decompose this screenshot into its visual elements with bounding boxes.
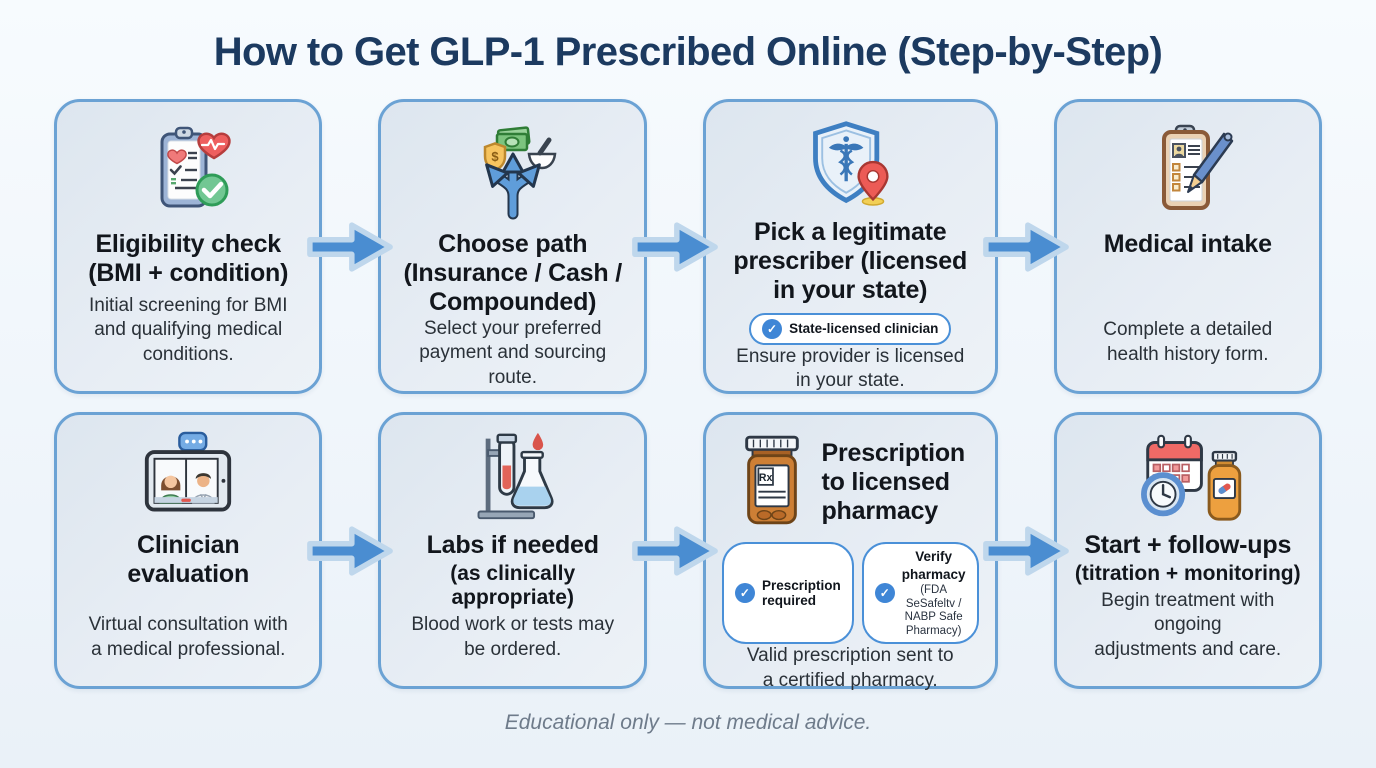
card-subtitle: (as clinically appropriate): [450, 562, 576, 609]
card-body: Blood work or tests may be ordered.: [411, 614, 615, 660]
flow-arrow: [307, 99, 394, 394]
pharmacy-header: Rx Prescription to licensed pharmacy: [735, 433, 965, 532]
card-body: Ensure provider is licensed in your stat…: [736, 346, 965, 392]
flow-arrow: [632, 99, 718, 394]
infographic-title: How to Get GLP-1 Prescribed Online (Step…: [213, 30, 1163, 74]
prescription-required-badge: ✓ Prescription required: [721, 542, 854, 645]
check-icon: ✓: [762, 319, 783, 339]
card-title: Prescription to licensed pharmacy: [821, 439, 965, 525]
lab-tests-icon: [463, 429, 563, 525]
steps-grid: Eligibility check (BMI + condition) Init…: [54, 99, 1322, 691]
flow-arrow: [982, 99, 1069, 394]
flow-arrow: [982, 412, 1069, 689]
card-title: Labs if needed: [426, 531, 599, 559]
step-card-pharmacy: Rx Prescription to licensed pharmacy ✓ P…: [702, 412, 998, 691]
flow-arrow-icon: [982, 525, 1069, 576]
flow-arrow: [307, 412, 394, 689]
clipboard-heart-check-icon: [136, 120, 240, 224]
card-body: Complete a detailed health history form.: [1103, 319, 1273, 365]
svg-text:$: $: [491, 149, 499, 164]
flow-arrow-icon: [307, 525, 394, 576]
step-card-follow-ups: Start + follow-ups (titration + monitori…: [1053, 412, 1322, 689]
card-body: Valid prescription sent to a certified p…: [746, 645, 954, 691]
badge-sub-label: (FDA SeSafeltv / NABP Safe Pharmacy): [904, 584, 963, 637]
card-title: Clinician evaluation: [127, 531, 250, 588]
badge-label: State-licensed clinician: [789, 321, 939, 337]
flow-arrow-icon: [632, 525, 718, 576]
flow-arrow: [632, 412, 718, 689]
step-card-labs: Labs if needed (as clinically appropriat…: [378, 412, 647, 689]
card-title: Medical intake: [1103, 230, 1272, 258]
card-body: Virtual consultation with a medical prof…: [88, 614, 288, 660]
card-title: Start + follow-ups: [1084, 531, 1292, 559]
step-card-prescriber: Pick a legitimate prescriber (licensed i…: [702, 99, 998, 394]
disclaimer-text: Educational only — not medical advice.: [504, 711, 872, 734]
step-card-eligibility: Eligibility check (BMI + condition) Init…: [54, 99, 323, 394]
card-body: Initial screening for BMI and qualifying…: [88, 295, 288, 365]
card-title: Pick a legitimate prescriber (licensed i…: [733, 218, 968, 304]
check-icon: ✓: [734, 583, 755, 604]
flow-arrow-icon: [632, 221, 718, 272]
rx-bottle-icon: Rx: [735, 433, 809, 532]
calendar-clock-bottle-icon: [1132, 429, 1244, 525]
svg-text:Rx: Rx: [759, 472, 773, 484]
step-card-choose-path: $ Choose path (Insurance: [378, 99, 647, 394]
shield-caduceus-pin-icon: [800, 116, 900, 212]
card-body: Select your preferred payment and sourci…: [419, 318, 607, 388]
badge-label: Prescription required: [761, 577, 841, 609]
step-card-clinician-evaluation: Clinician evaluation Virtual consultatio…: [54, 412, 323, 689]
card-subtitle: (titration + monitoring): [1074, 562, 1301, 585]
clipboard-pen-icon: [1136, 120, 1240, 224]
flow-arrow-icon: [307, 221, 394, 272]
infographic-page: How to Get GLP-1 Prescribed Online (Step…: [54, 30, 1322, 734]
flow-arrow-icon: [982, 221, 1069, 272]
check-icon: ✓: [874, 583, 895, 604]
state-licensed-badge: ✓ State-licensed clinician: [749, 313, 952, 345]
verify-pharmacy-badge: ✓ Verify pharmacy (FDA SeSafeltv / NABP …: [861, 542, 979, 645]
pharmacy-badges: ✓ Prescription required ✓ Verify pharmac…: [721, 542, 979, 645]
card-title: Choose path (Insurance / Cash / Compound…: [403, 230, 622, 316]
telehealth-tablet-icon: [135, 429, 241, 525]
branching-path-money-icon: $: [461, 120, 565, 224]
badge-label: Verify pharmacy: [901, 549, 966, 582]
card-body: Begin treatment with ongoing adjustments…: [1094, 590, 1282, 660]
card-title: Eligibility check (BMI + condition): [88, 230, 289, 287]
step-card-medical-intake: Medical intake Complete a detailed healt…: [1053, 99, 1322, 394]
